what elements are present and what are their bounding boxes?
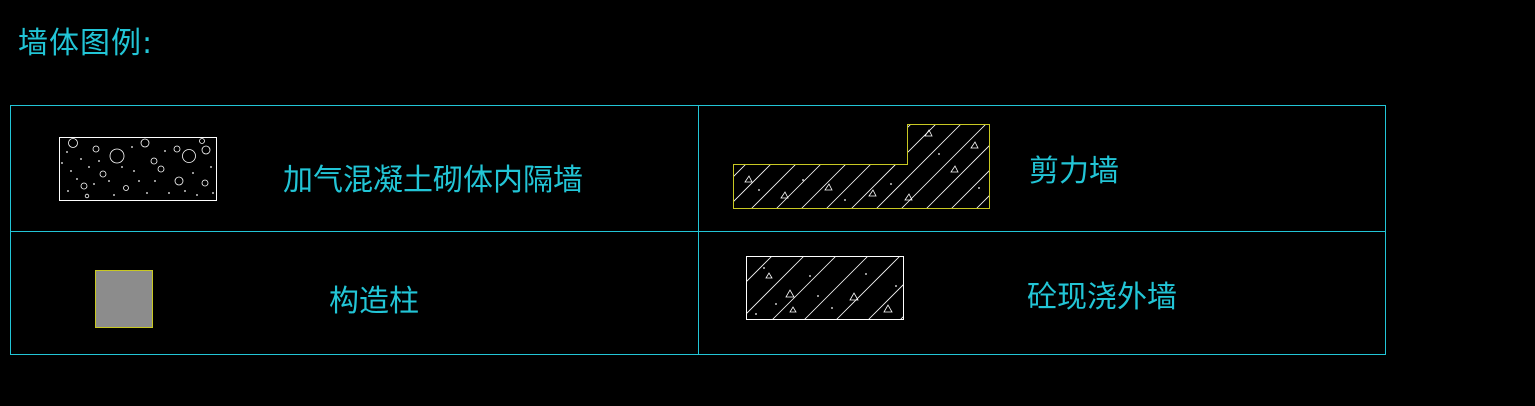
legend-cell-cast-in-place-wall: 砼现浇外墙 — [699, 232, 1386, 356]
label-aerated-concrete: 加气混凝土砌体内隔墙 — [283, 163, 583, 198]
wall-legend-table: 加气混凝土砌体内隔墙 — [10, 105, 1386, 355]
cast-in-place-swatch — [746, 256, 904, 320]
label-shear-wall: 剪力墙 — [1029, 154, 1119, 189]
table-divider-vertical — [698, 106, 699, 354]
label-structural-column: 构造柱 — [329, 284, 419, 319]
legend-cell-shear-wall: 剪力墙 — [699, 106, 1386, 231]
label-cast-in-place-wall: 砼现浇外墙 — [1027, 280, 1177, 315]
structural-column-swatch — [95, 270, 153, 328]
aerated-concrete-swatch — [59, 137, 217, 201]
legend-title: 墙体图例: — [18, 26, 154, 61]
legend-cell-structural-column: 构造柱 — [11, 232, 698, 356]
table-divider-horizontal — [11, 231, 1385, 232]
legend-cell-aerated-concrete: 加气混凝土砌体内隔墙 — [11, 106, 698, 231]
shear-wall-swatch — [733, 124, 990, 209]
